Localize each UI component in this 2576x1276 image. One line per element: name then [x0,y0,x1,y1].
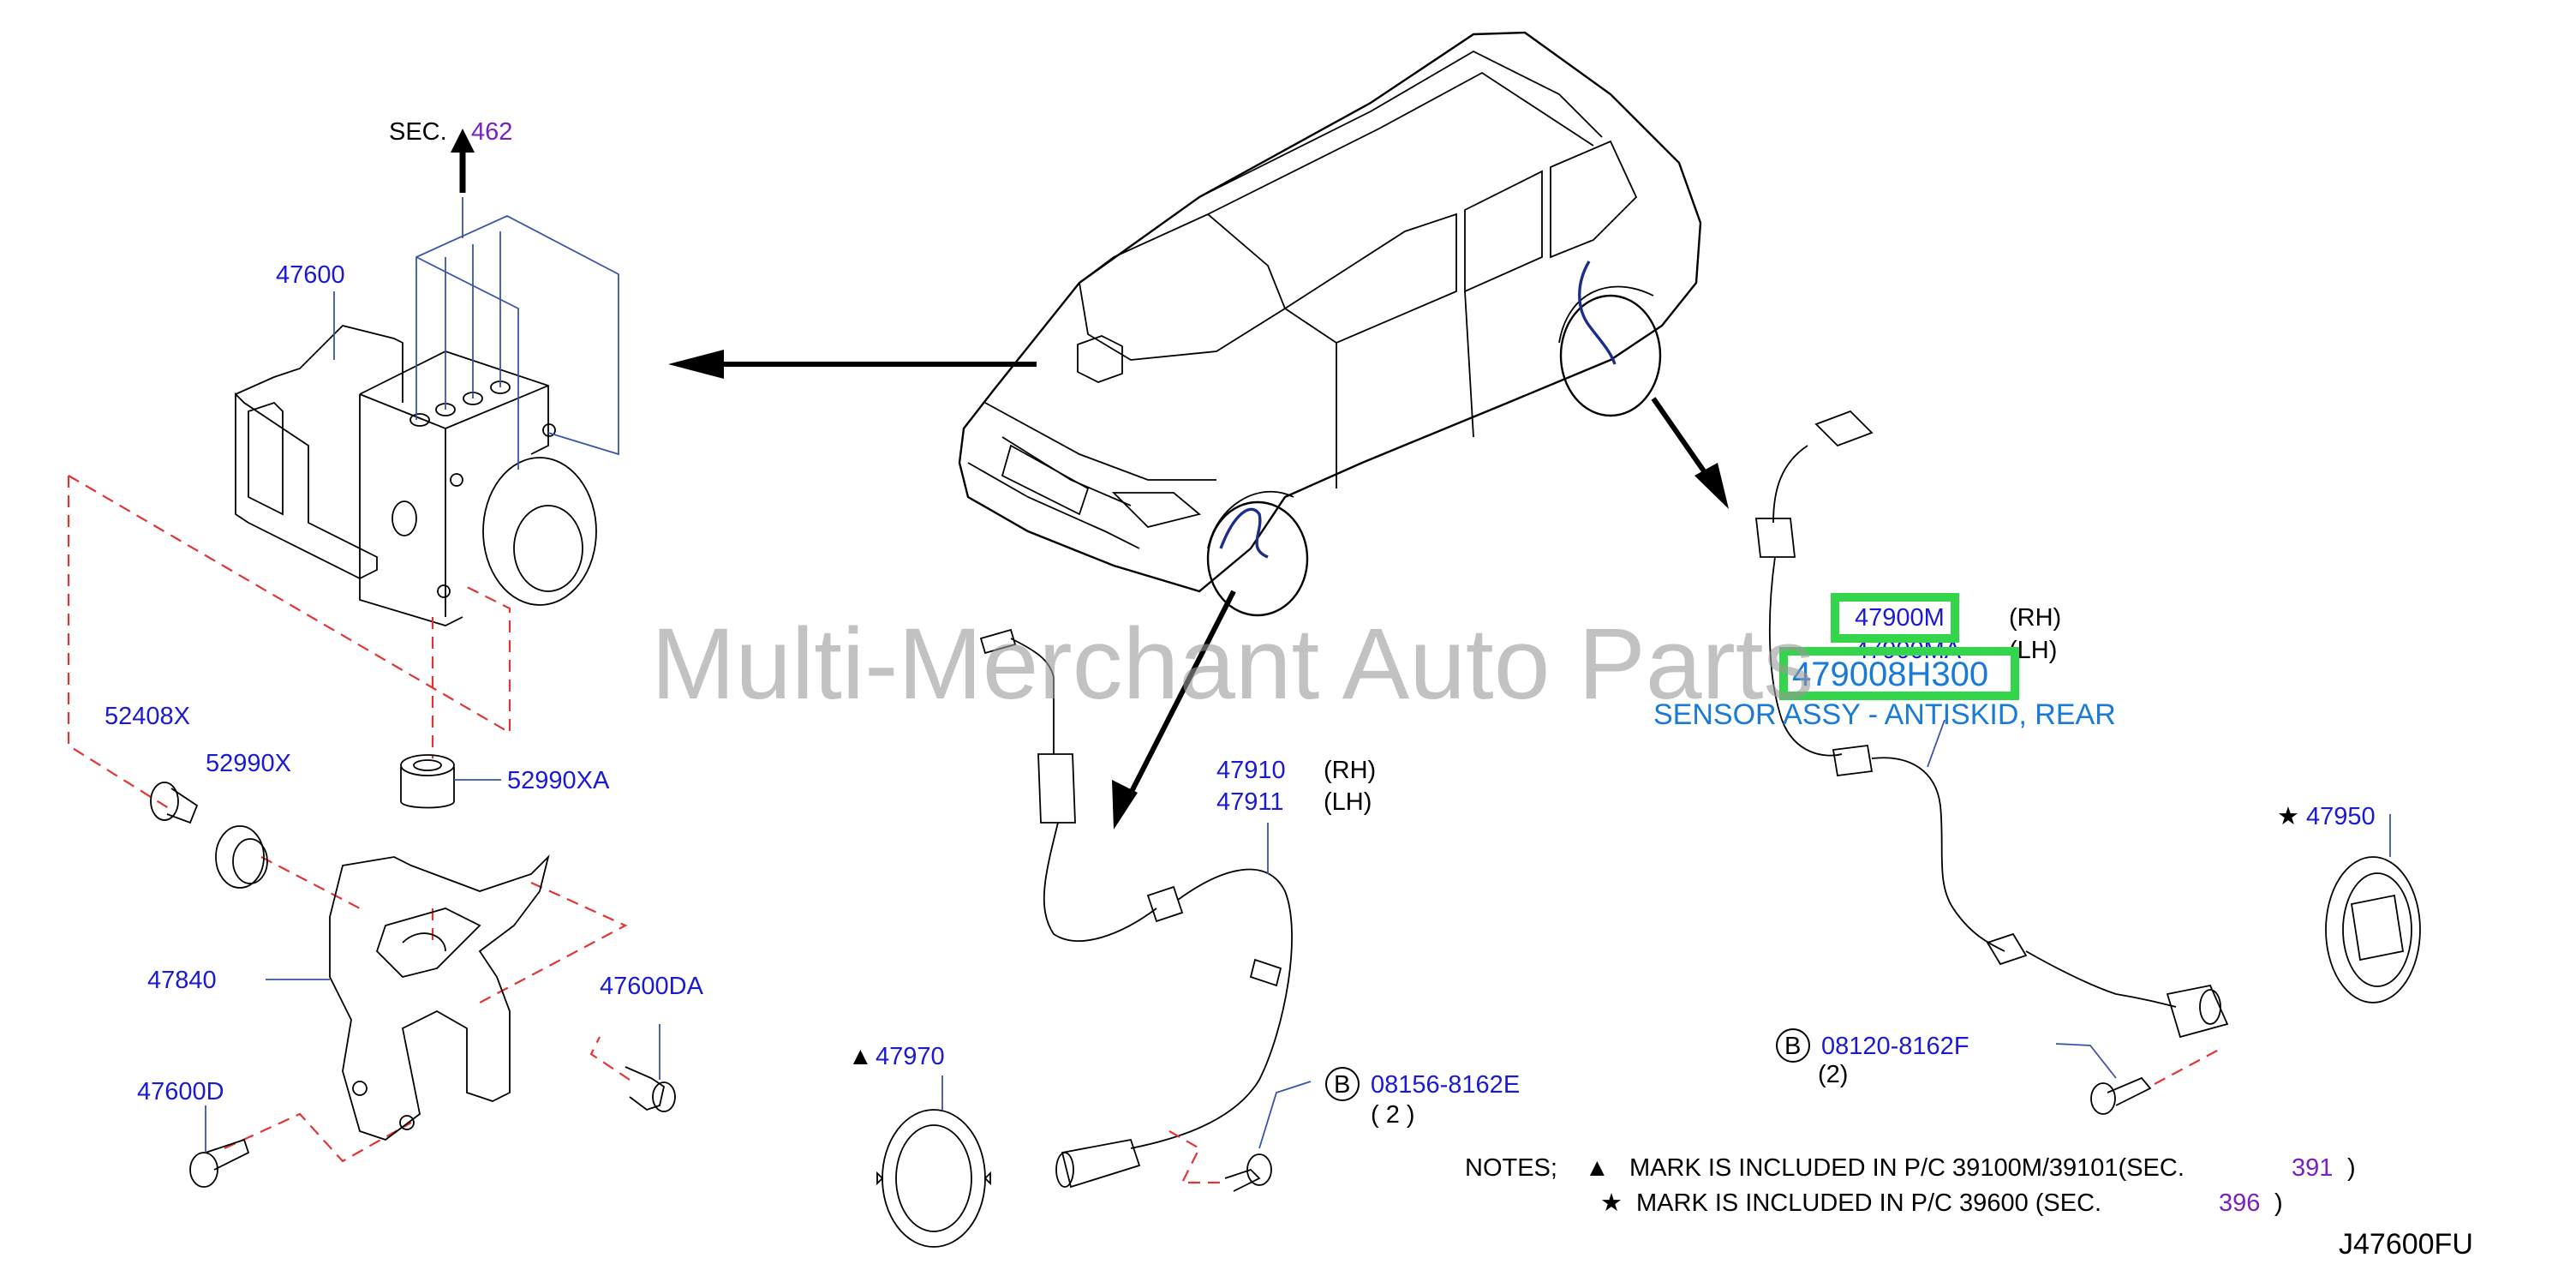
triangle-mark: ▲ [848,1043,873,1070]
notes-line1-sec-link[interactable]: 391 [2292,1154,2333,1182]
section-ref-link[interactable]: 462 [471,118,512,146]
notes-line1-close: ) [2347,1154,2356,1182]
rear-sensor-illustration [1754,410,2421,1115]
mounting-dash-lines [67,475,631,1163]
highlight-box-part-number [1779,647,2019,700]
bolt-b-letter-rear: B [1784,1033,1801,1060]
qty-label-front-bolt: ( 2 ) [1371,1101,1415,1129]
part-label-47600d[interactable]: 47600D [137,1078,224,1105]
part-label-47911[interactable]: 47911 [1216,788,1284,816]
notes-line2-text: MARK IS INCLUDED IN P/C 39600 (SEC. [1636,1189,2101,1217]
qty-label-rear-bolt: (2) [1818,1061,1848,1088]
part-label-47600da[interactable]: 47600DA [600,973,704,1000]
section-ref-prefix: SEC. [389,118,447,146]
notes-prefix: NOTES; [1465,1154,1557,1182]
notes-line1-text: MARK IS INCLUDED IN P/C 39100M/39101(SEC… [1629,1154,2185,1182]
notes-line2-close: ) [2274,1189,2283,1217]
part-label-52990x[interactable]: 52990X [206,750,291,777]
part-label-52408x[interactable]: 52408X [105,703,190,730]
part-label-52990xa[interactable]: 52990XA [507,767,610,794]
part-label-47900m[interactable]: 47900M [1855,604,1945,632]
part-label-08156-8162e[interactable]: 08156-8162E [1371,1071,1520,1099]
vehicle-illustration [958,31,1702,617]
side-label-rh-front: (RH) [1324,757,1376,784]
front-sensor-illustration [876,628,1312,1248]
star-mark: ★ [2277,803,2299,830]
part-label-08120-8162f[interactable]: 08120-8162F [1821,1033,1969,1060]
watermark: Multi-Merchant Auto Parts [651,608,1814,721]
diagram-code: J47600FU [2339,1228,2473,1261]
notes-line2-sec-link[interactable]: 396 [2219,1189,2260,1217]
notes-line2-mark: ★ [1600,1189,1623,1217]
side-label-lh-front: (LH) [1324,788,1372,816]
highlighted-part-number[interactable]: 479008H300 [1792,656,1988,693]
part-label-47910[interactable]: 47910 [1216,757,1286,784]
part-label-47950[interactable]: 47950 [2306,803,2376,830]
side-label-rh-rear: (RH) [2009,604,2061,632]
highlighted-part-description: SENSOR ASSY - ANTISKID, REAR [1653,698,2116,731]
bolt-b-circle-front [1325,1067,1360,1101]
part-label-47970[interactable]: 47970 [876,1043,945,1070]
part-label-47840[interactable]: 47840 [147,967,217,994]
bolt-b-circle-rear [1776,1028,1810,1063]
abs-actuator-illustration [235,129,619,626]
part-label-47600[interactable]: 47600 [276,261,345,289]
mounting-hardware [150,754,676,1188]
direction-arrows [668,350,1729,830]
bolt-b-letter-front: B [1334,1071,1350,1099]
highlight-box-47900m [1831,593,1959,643]
notes-line1-mark: ▲ [1585,1154,1610,1182]
